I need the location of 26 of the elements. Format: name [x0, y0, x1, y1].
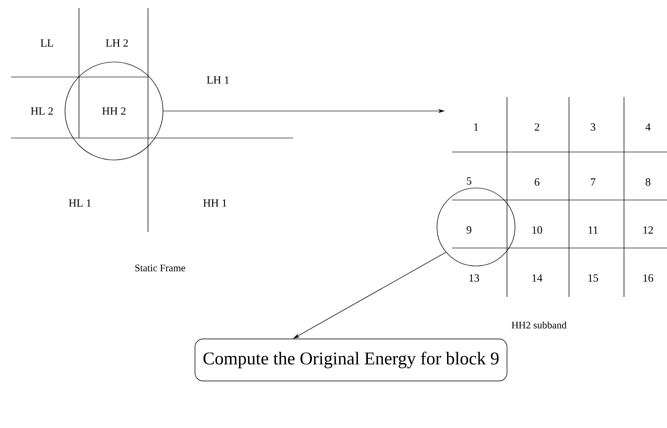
block-number: 14	[532, 274, 542, 282]
caption: Static Frame	[135, 264, 186, 272]
block-number: 7	[590, 178, 596, 186]
block-number: 8	[646, 178, 650, 186]
circle-marker	[436, 188, 516, 266]
block-number: 1	[474, 123, 478, 131]
circle-marker	[64, 62, 164, 160]
subband-label: LH 1	[206, 76, 229, 84]
block-number: 12	[643, 226, 653, 234]
block-number: 3	[590, 123, 596, 131]
block-number: 15	[588, 274, 598, 282]
subband-label: HH 2	[102, 107, 126, 115]
block-number: 16	[643, 274, 654, 282]
block-number: 2	[534, 123, 540, 131]
subband-label: HH 1	[203, 199, 226, 207]
subband-label: LL	[40, 39, 54, 47]
block-number: 4	[645, 123, 651, 131]
process-box: Compute the Original Energy for block 9	[194, 338, 508, 382]
subband-label: LH 2	[106, 39, 128, 47]
caption: HH2 subband	[512, 321, 566, 328]
subband-label: HL 2	[30, 107, 53, 115]
block-number: 6	[534, 178, 540, 186]
block-number: 11	[588, 226, 598, 234]
subband-label: HL 1	[68, 199, 91, 207]
block-number: 10	[532, 226, 542, 234]
block-number: 9	[466, 226, 472, 234]
